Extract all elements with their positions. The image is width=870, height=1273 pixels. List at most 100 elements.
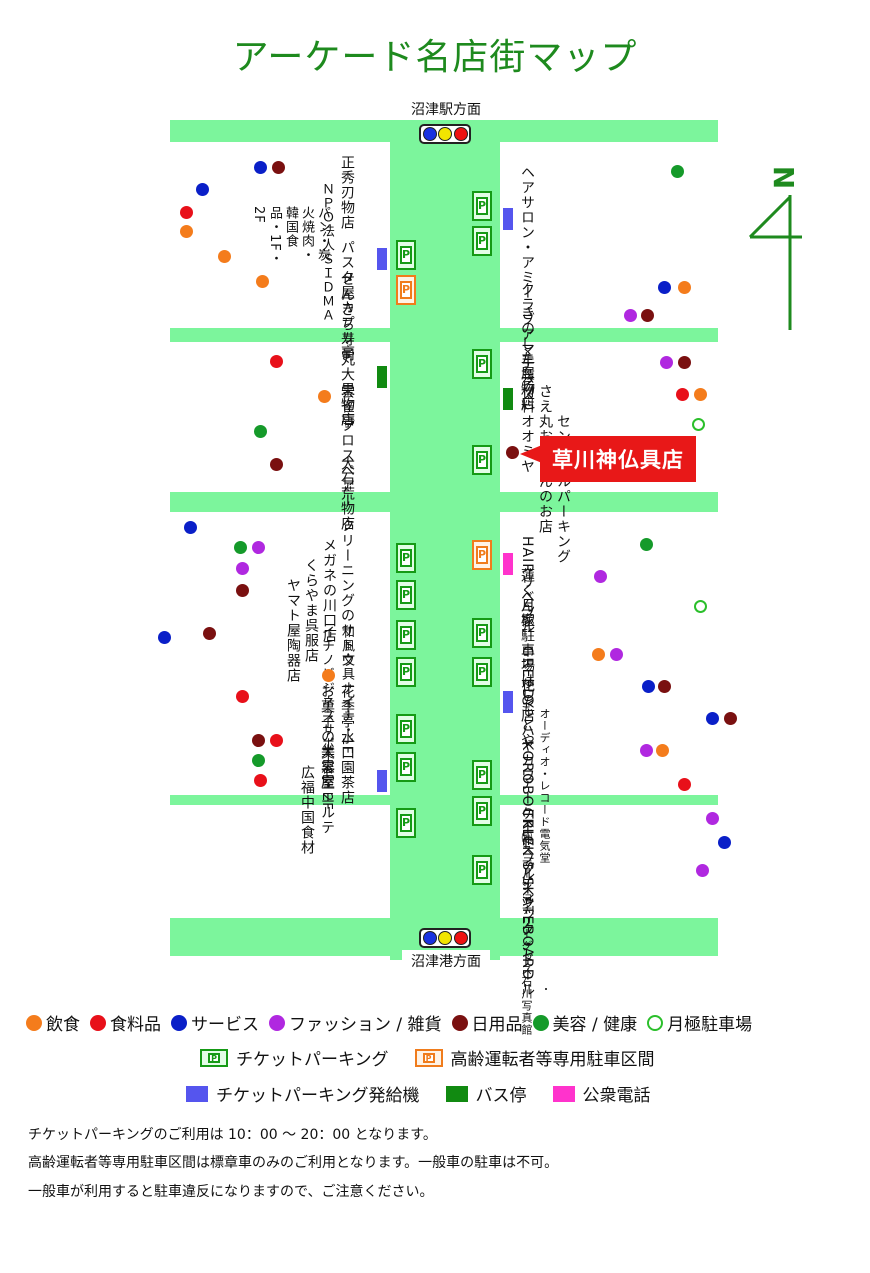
highlight-shop-callout[interactable]: 草川神仏具店: [540, 436, 696, 482]
shop-label: 月極駐車場はしもとや: [519, 598, 535, 748]
legend-food: 飲食: [26, 1010, 80, 1035]
cross-street-2: [170, 328, 718, 342]
category-dot-daily: [270, 458, 283, 471]
category-dot-food: [678, 281, 691, 294]
food-dot-icon: [26, 1014, 42, 1031]
category-legend: 飲食 食料品 サービス ファッション / 雑貨 日用品 美容 / 健康 月極駐車…: [26, 1010, 762, 1035]
shop-label: せんきち寿司: [339, 272, 355, 362]
legend-label: 公衆電話: [582, 1086, 651, 1106]
shop-label: アーケードフルーツ: [519, 776, 535, 911]
ticket-parking-icon: P: [396, 580, 416, 610]
category-dot-fashion: [624, 309, 637, 322]
shop-label: ヘアサロン・アミー: [519, 165, 535, 300]
bus-stop-swatch: [445, 1085, 468, 1102]
category-dot-fashion: [696, 864, 709, 877]
legend-label: バス停: [475, 1086, 527, 1106]
ticket-parking-icon: P: [472, 349, 492, 379]
ticket-parking-icon: P: [472, 618, 492, 648]
marker-legend: チケットパーキング発給機 バス停 公衆電話: [186, 1081, 661, 1106]
ticket-parking-icon: P: [396, 808, 416, 838]
category-dot-monthly-parking: [694, 600, 707, 613]
cross-street-3: [170, 492, 718, 512]
shop-label: 広福中国食材: [299, 765, 315, 855]
daily-dot-icon: [451, 1014, 468, 1031]
beauty-dot-icon: [532, 1014, 549, 1031]
signal-red-lamp: [453, 127, 468, 141]
category-dot-beauty: [671, 165, 684, 178]
legend-ticket-parking: P チケットパーキング: [200, 1045, 389, 1070]
shop-label: KOROBOCKLE: [519, 741, 535, 848]
note-line: 高齢運転者等専用駐車区間は標章車のみのご利用となります。一般車の駐車は不可。: [28, 1155, 559, 1171]
shop-label: メガネの川口店: [321, 538, 337, 643]
category-dot-service: [196, 183, 209, 196]
legend-label: 食料品: [110, 1015, 161, 1035]
legend-elderly-parking: P 高齢運転者等専用駐車区間: [414, 1045, 655, 1070]
legend-beauty: 美容 / 健康: [532, 1010, 637, 1035]
category-dot-grocery: [270, 734, 283, 747]
shop-label: ヤマト屋陶器店: [285, 578, 301, 683]
legend-public-phone: 公衆電話: [552, 1081, 651, 1106]
parking-legend: P チケットパーキング P 高齢運転者等専用駐車区間: [200, 1045, 665, 1070]
north-compass-icon: [748, 195, 802, 330]
shop-label: ブティック・ドール: [519, 862, 535, 997]
traffic-signal-south: [419, 928, 471, 948]
category-dot-food: [318, 390, 331, 403]
legend-label: 日用品: [471, 1015, 523, 1035]
category-dot-service: [254, 161, 267, 174]
legend-bus-stop: バス停: [445, 1081, 527, 1106]
ticket-parking-icon: P: [472, 657, 492, 687]
ticket-parking-icon: P: [396, 620, 416, 650]
legend-grocery: 食料品: [90, 1010, 161, 1035]
shop-label: HAIRリベラル: [519, 536, 535, 634]
category-dot-fashion: [252, 541, 265, 554]
legend-daily: 日用品: [451, 1010, 523, 1035]
category-dot-food: [256, 275, 269, 288]
shop-label: 手芸材料オオミヤ: [519, 354, 535, 474]
category-dot-grocery: [180, 206, 193, 219]
legend-label: チケットパーキング発給機: [216, 1086, 420, 1106]
service-dot-icon: [171, 1014, 187, 1031]
highlight-pointer-icon: [520, 445, 542, 463]
signal-yellow-lamp: [438, 127, 452, 141]
ticket-parking-icon: P: [472, 226, 492, 256]
ticket-machine-marker: [377, 770, 387, 792]
ticket-parking-icon: P: [472, 760, 492, 790]
shop-label: 和風文具ナイナ・1F: [339, 625, 354, 755]
shop-label: クリーニングのサトウ: [339, 518, 355, 668]
note-line: 一般車が利用すると駐車違反になりますので、ご注意ください。: [28, 1184, 434, 1200]
category-dot-service: [642, 680, 655, 693]
shop-label: 雲雀亭: [339, 384, 355, 429]
category-dot-daily: [658, 680, 671, 693]
ticket-parking-icon: P: [396, 752, 416, 782]
category-dot-grocery: [270, 355, 283, 368]
signal-blue-lamp: [422, 127, 437, 141]
elderly-parking-icon: P: [396, 275, 416, 305]
shop-label: きのした履物店: [519, 306, 535, 411]
separator-dot: [545, 988, 547, 990]
bus-stop-marker: [377, 366, 387, 388]
ticket-machine-swatch: [186, 1085, 208, 1102]
category-dot-fashion: [706, 812, 719, 825]
category-dot-monthly-parking: [692, 418, 705, 431]
ticket-parking-icon: P: [396, 714, 416, 744]
category-dot-food: [694, 388, 707, 401]
category-dot-beauty: [640, 538, 653, 551]
traffic-signal-north: [419, 124, 471, 144]
shop-label: 水口園茶店: [339, 730, 355, 805]
category-dot-fashion: [236, 562, 249, 575]
category-dot-daily: [506, 446, 519, 459]
page-title: アーケード名店街マップ: [232, 37, 638, 78]
category-dot-daily: [236, 584, 249, 597]
bottom-direction-label: 沼津港方面: [402, 950, 490, 972]
legend-fashion: ファッション / 雑貨: [269, 1010, 442, 1035]
category-dot-food: [180, 225, 193, 238]
top-direction-label: 沼津駅方面: [402, 98, 490, 120]
shop-label: TRICK'S SKATEBOARD: [519, 810, 535, 981]
ticket-parking-icon: P: [396, 657, 416, 687]
category-dot-fashion: [594, 570, 607, 583]
legend-label: 高齢運転者等専用駐車区間: [450, 1050, 655, 1070]
category-dot-food: [656, 744, 669, 757]
category-dot-beauty: [254, 425, 267, 438]
monthly-parking-ring-icon: [647, 1014, 664, 1031]
category-dot-beauty: [252, 754, 265, 767]
